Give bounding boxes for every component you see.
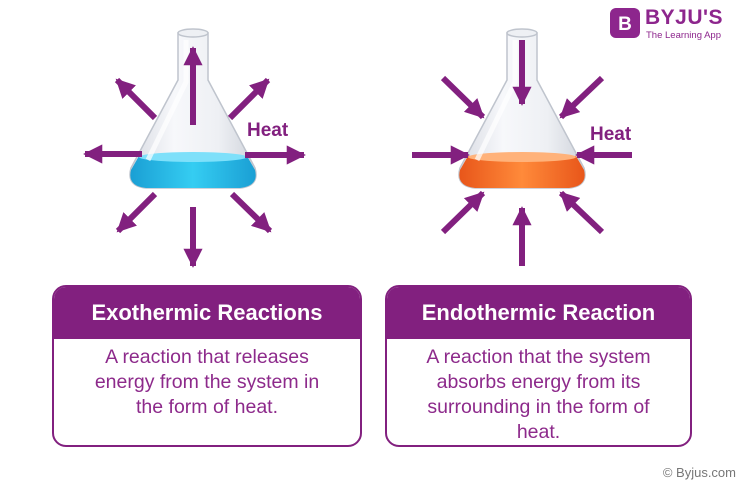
arrow-downright-out	[229, 191, 273, 234]
orange-liquid-surface	[468, 152, 576, 162]
flask-rim	[177, 28, 209, 38]
flask-rim	[506, 28, 538, 38]
endothermic-title: Endothermic Reaction	[387, 287, 690, 339]
endothermic-line: A reaction that the system	[426, 346, 651, 368]
arrow-downleft-in	[558, 75, 605, 120]
exothermic-title: Exothermic Reactions	[54, 287, 360, 339]
arrow-upright-out	[227, 77, 271, 121]
copyright-notice: © Byjus.com	[662, 465, 736, 480]
brand-tagline: The Learning App	[646, 30, 722, 41]
exothermic-description: A reaction that releases energy from the…	[54, 339, 360, 420]
arrow-upright-in	[440, 190, 486, 235]
arrow-downleft-out	[115, 191, 158, 234]
endothermic-line: surrounding in the form of	[427, 396, 650, 418]
orange-liquid	[459, 156, 585, 188]
endothermic-card: Endothermic Reaction A reaction that the…	[385, 285, 692, 447]
endothermic-heat-arrows	[412, 40, 632, 266]
endothermic-heat-label: Heat	[590, 124, 632, 145]
logo-letter-glyph: B	[618, 14, 632, 35]
endothermic-description: A reaction that the system absorbs energ…	[387, 339, 690, 445]
exothermic-heat-label: Heat	[247, 120, 289, 141]
logo-letter-overlay: B	[618, 14, 632, 35]
exothermic-line: A reaction that releases	[105, 346, 309, 368]
exothermic-card: Exothermic Reactions A reaction that rel…	[52, 285, 362, 447]
exothermic-heat-arrows	[83, 46, 306, 268]
brand-logo-icon	[610, 8, 640, 38]
arrow-upleft-in	[558, 190, 605, 235]
glass-shine	[474, 40, 518, 162]
endothermic-line: heat.	[516, 421, 561, 443]
arrow-downright-in	[440, 75, 486, 120]
brand-name: BYJU'S	[645, 6, 724, 29]
blue-liquid	[130, 156, 256, 188]
arrow-upleft-out	[114, 77, 158, 121]
exothermic-line: the form of heat.	[136, 396, 278, 418]
exothermic-line: energy from the system in	[94, 371, 320, 393]
endothermic-line: absorbs energy from its	[436, 371, 641, 393]
blue-liquid-surface	[139, 152, 247, 162]
endothermic-flask	[458, 28, 586, 189]
